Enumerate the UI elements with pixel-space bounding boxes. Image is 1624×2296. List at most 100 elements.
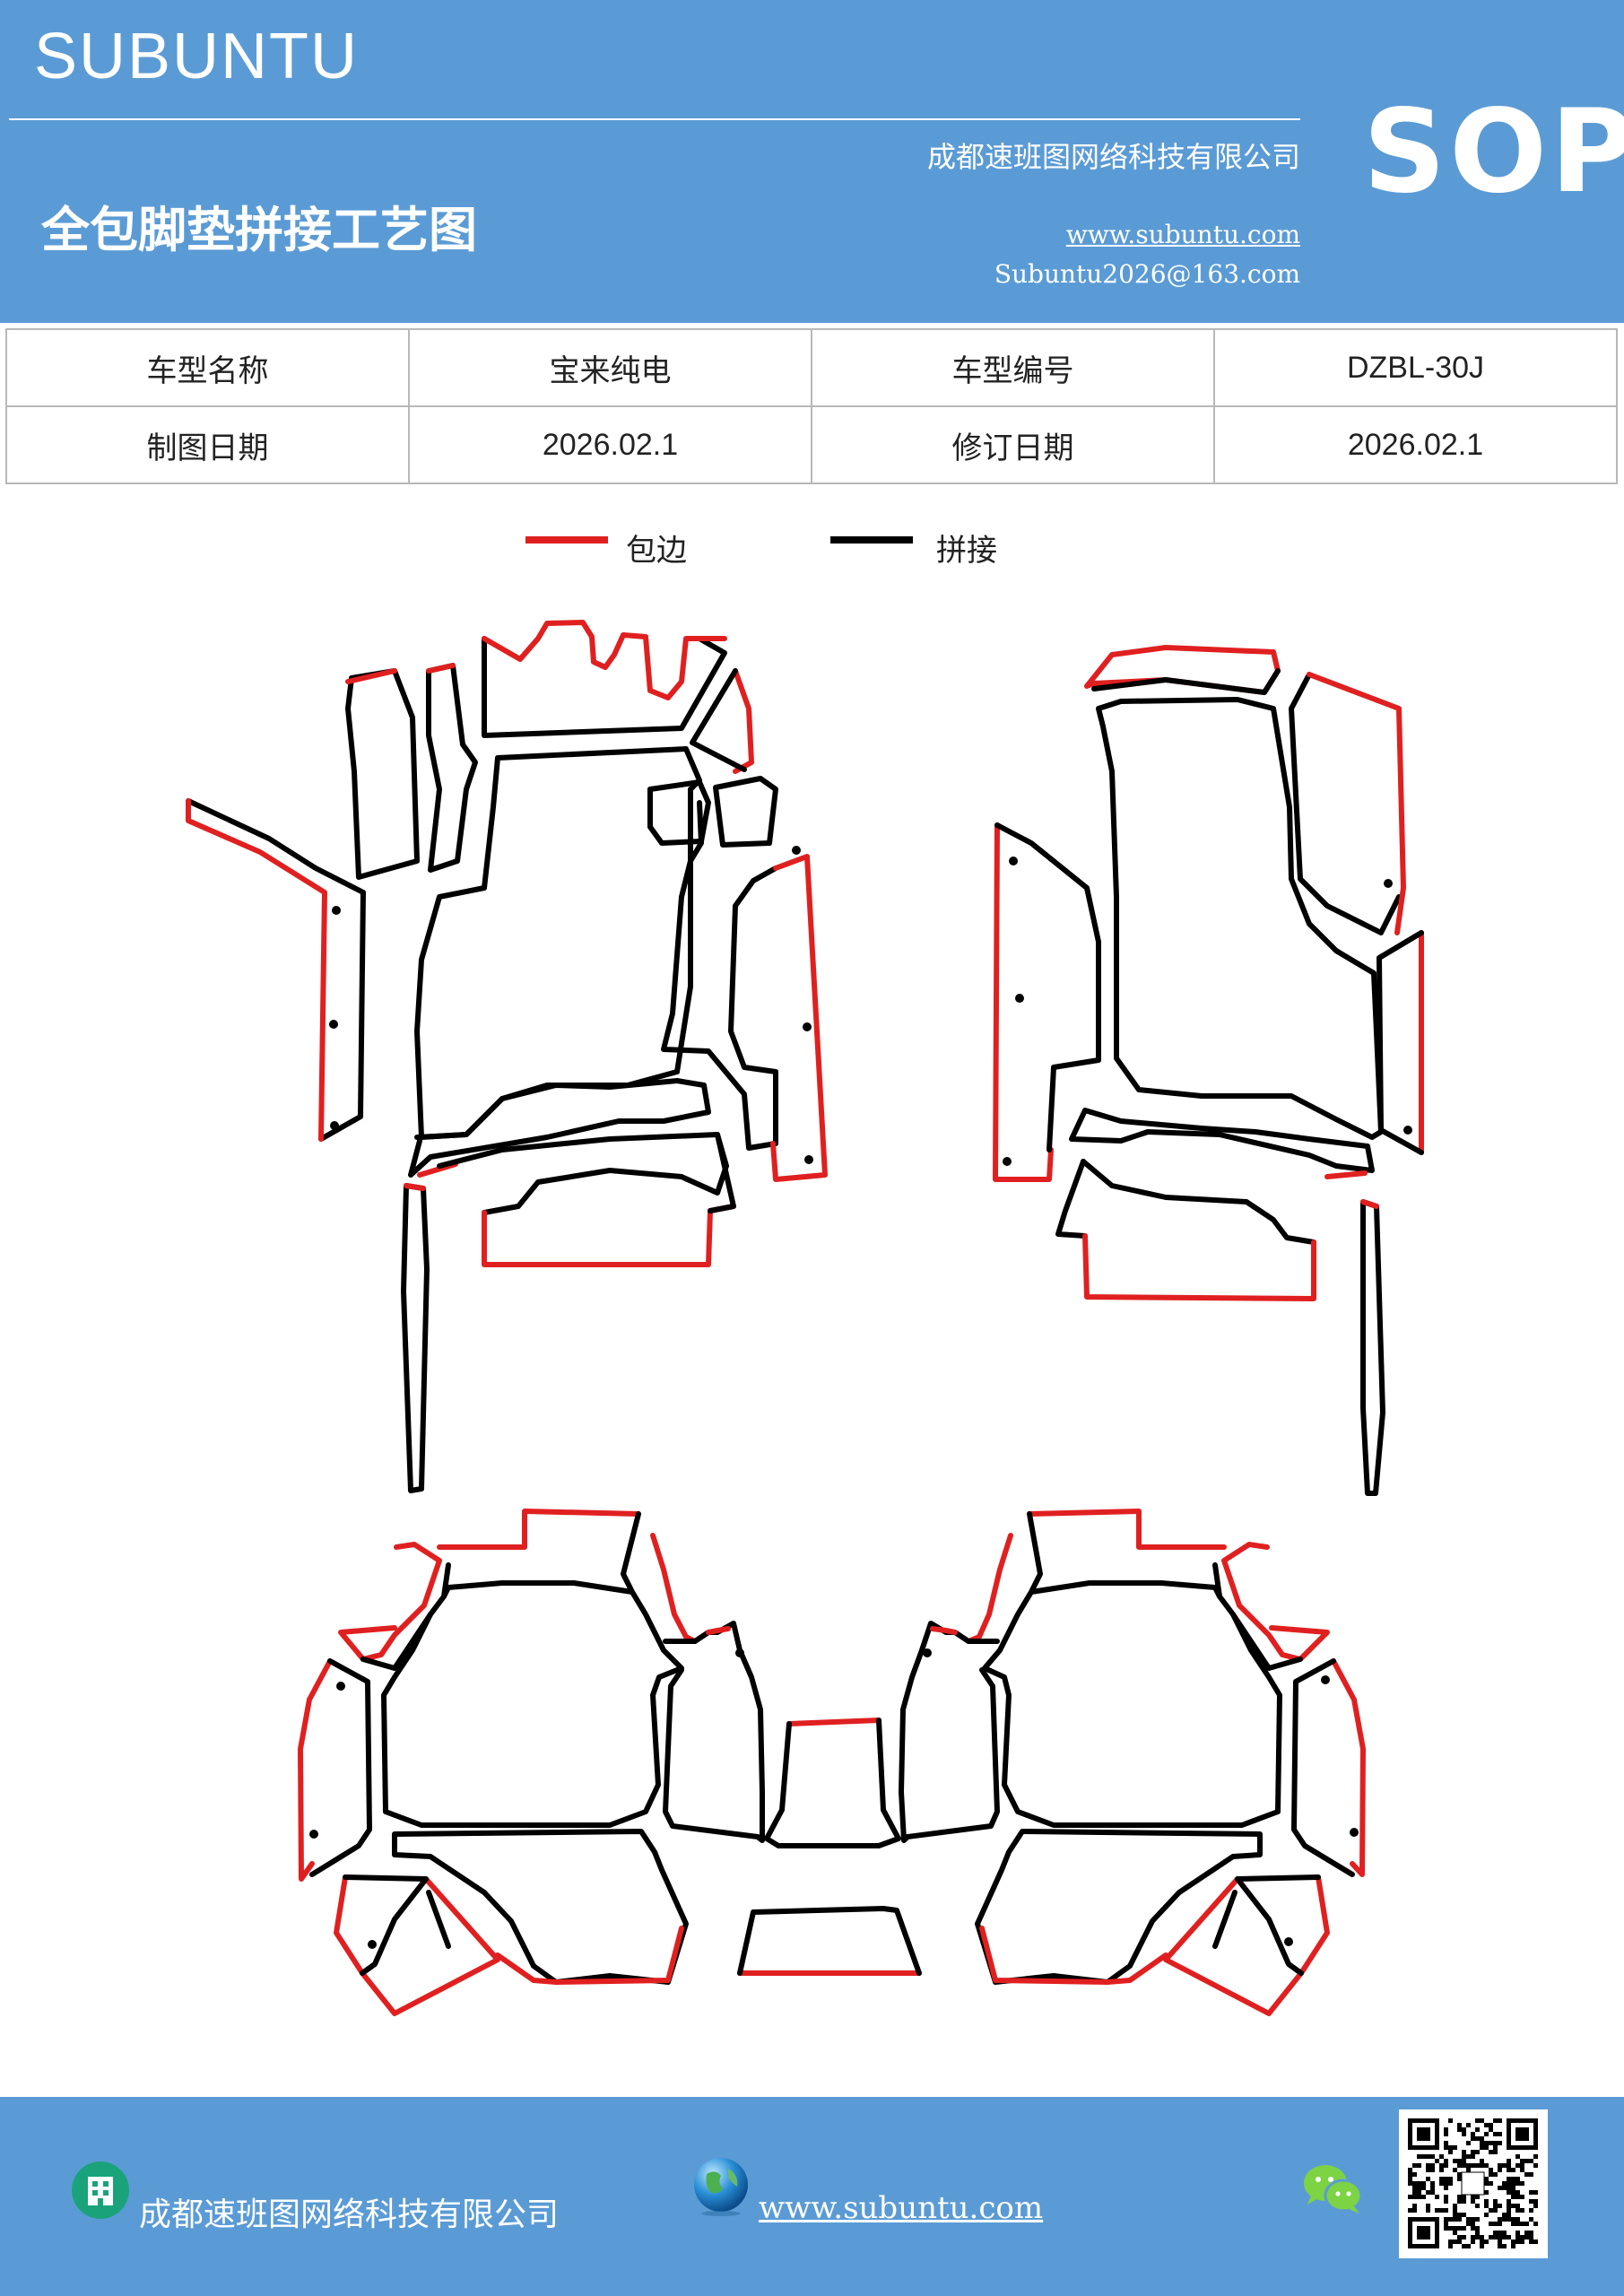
- table-row: 制图日期 2026.02.1 修订日期 2026.02.1: [5, 405, 1618, 484]
- rear-right-mat-group: [899, 1509, 1366, 2016]
- mat-piece: [186, 798, 366, 1142]
- mat-piece: [899, 1621, 1000, 1843]
- revision-date-value: 2026.02.1: [1213, 405, 1618, 484]
- mat-piece: [764, 1718, 901, 1848]
- fastener-dot: [1284, 1937, 1293, 1946]
- fastener-dot: [1350, 1828, 1359, 1837]
- mat-piece: [993, 822, 1054, 1182]
- mat-piece: [441, 1562, 451, 1599]
- mat-piece: [733, 668, 754, 774]
- mat-piece: [786, 1718, 881, 1726]
- sop-badge: SOP: [1363, 85, 1624, 219]
- fastener-points: [309, 846, 1412, 1949]
- draw-date-label: 制图日期: [5, 405, 410, 484]
- mat-piece: [713, 776, 778, 848]
- mat-piece: [392, 1829, 689, 1985]
- mat-piece: [1082, 1233, 1316, 1301]
- mat-piece: [482, 636, 727, 738]
- fastener-dot: [1321, 1675, 1330, 1684]
- fastener-dot: [792, 846, 801, 855]
- mat-piece: [706, 1626, 731, 1635]
- fastener-dot: [735, 1648, 744, 1657]
- mat-piece: [1324, 1170, 1368, 1179]
- mat-piece: [661, 800, 778, 1151]
- mat-piece: [298, 1658, 333, 1882]
- legend-label-binding: 包边: [626, 533, 687, 569]
- mat-piece: [1221, 1542, 1330, 1662]
- fastener-dot: [804, 1155, 813, 1164]
- mat-piece: [650, 1533, 698, 1644]
- footer-website-link[interactable]: www.subuntu.com: [759, 2190, 1044, 2226]
- mat-piece: [1212, 1562, 1222, 1599]
- brand-logo-text: SUBUNTU: [34, 21, 360, 92]
- mat-piece: [1091, 668, 1281, 695]
- legend-swatch-seam: [830, 536, 913, 544]
- mat-piece: [1081, 1159, 1316, 1245]
- mat-piece: [343, 1874, 429, 1976]
- document-title: 全包脚垫拼接工艺图: [41, 202, 477, 258]
- fastener-dot: [336, 1682, 345, 1691]
- header-banner: [0, 0, 1624, 323]
- mat-piece: [345, 668, 397, 684]
- mat-piece: [1212, 1890, 1238, 1949]
- header-divider: [9, 118, 1300, 120]
- mat-piece: [708, 1132, 736, 1213]
- mat-piece: [404, 1183, 426, 1191]
- fastener-dot: [309, 1830, 318, 1839]
- qr-code[interactable]: [1399, 2109, 1548, 2258]
- model-code-value: DZBL-30J: [1213, 328, 1618, 407]
- mat-piece: [1163, 1874, 1330, 2016]
- model-name-value: 宝来纯电: [408, 328, 812, 407]
- mat-piece: [309, 1658, 372, 1877]
- header-email: Subuntu2026@163.com: [994, 259, 1300, 289]
- mat-piece: [360, 1612, 433, 1671]
- header-company-name: 成都速班图网络科技有限公司: [926, 140, 1300, 174]
- mat-piece: [966, 1533, 1013, 1644]
- mat-piece: [408, 1078, 711, 1178]
- model-name-label: 车型名称: [5, 328, 410, 407]
- mat-piece: [482, 1204, 736, 1267]
- mat-piece: [437, 1132, 729, 1215]
- mat-piece: [426, 663, 456, 674]
- mat-piece: [975, 1829, 1263, 1985]
- mat-piece: [1307, 672, 1406, 935]
- mat-piece: [737, 1906, 922, 1976]
- table-row: 车型名称 宝来纯电 车型编号 DZBL-30J: [5, 328, 1618, 407]
- footer-company-name: 成都速班图网络科技有限公司: [139, 2196, 560, 2233]
- fastener-dot: [1009, 857, 1018, 865]
- mat-piece: [482, 620, 727, 700]
- fastener-dot: [329, 1020, 338, 1029]
- mat-piece: [1096, 697, 1384, 1140]
- mat-piece: [930, 1626, 958, 1635]
- fastener-dot: [923, 1648, 932, 1657]
- fastener-dot: [803, 1022, 812, 1031]
- mat-piece: [186, 798, 327, 1142]
- mat-piece: [1027, 1509, 1227, 1550]
- fastener-dot: [368, 1940, 377, 1949]
- front-right-mat-group: [993, 645, 1424, 1496]
- rear-center-mat-group: [737, 1718, 922, 1976]
- wechat-icon: [1304, 2165, 1363, 2213]
- header-website-link[interactable]: www.subuntu.com: [1065, 220, 1300, 249]
- building-icon: [72, 2161, 129, 2219]
- fastener-dot: [1003, 1157, 1012, 1166]
- mat-piece: [1331, 1658, 1366, 1877]
- draw-date-value: 2026.02.1: [408, 405, 812, 484]
- fastener-dot: [1015, 994, 1024, 1003]
- mat-piece: [770, 854, 828, 1182]
- mat-piece: [1291, 1658, 1355, 1877]
- mat-piece: [1360, 1199, 1379, 1209]
- mat-piece: [994, 822, 1101, 1152]
- mat-piece: [979, 1926, 1168, 1985]
- rear-left-mat-group: [298, 1509, 765, 2016]
- revision-date-label: 修订日期: [811, 405, 1215, 484]
- mat-piece: [1376, 930, 1424, 1155]
- mat-piece: [1069, 1108, 1375, 1173]
- fastener-dot: [1403, 1126, 1412, 1135]
- fastener-dot: [332, 906, 341, 915]
- vehicle-info-table: 车型名称 宝来纯电 车型编号 DZBL-30J 制图日期 2026.02.1 修…: [5, 328, 1618, 484]
- mat-piece: [495, 1926, 684, 1985]
- mat-piece: [1055, 1159, 1088, 1239]
- fastener-dot: [1384, 879, 1393, 888]
- mat-piece: [437, 1509, 641, 1550]
